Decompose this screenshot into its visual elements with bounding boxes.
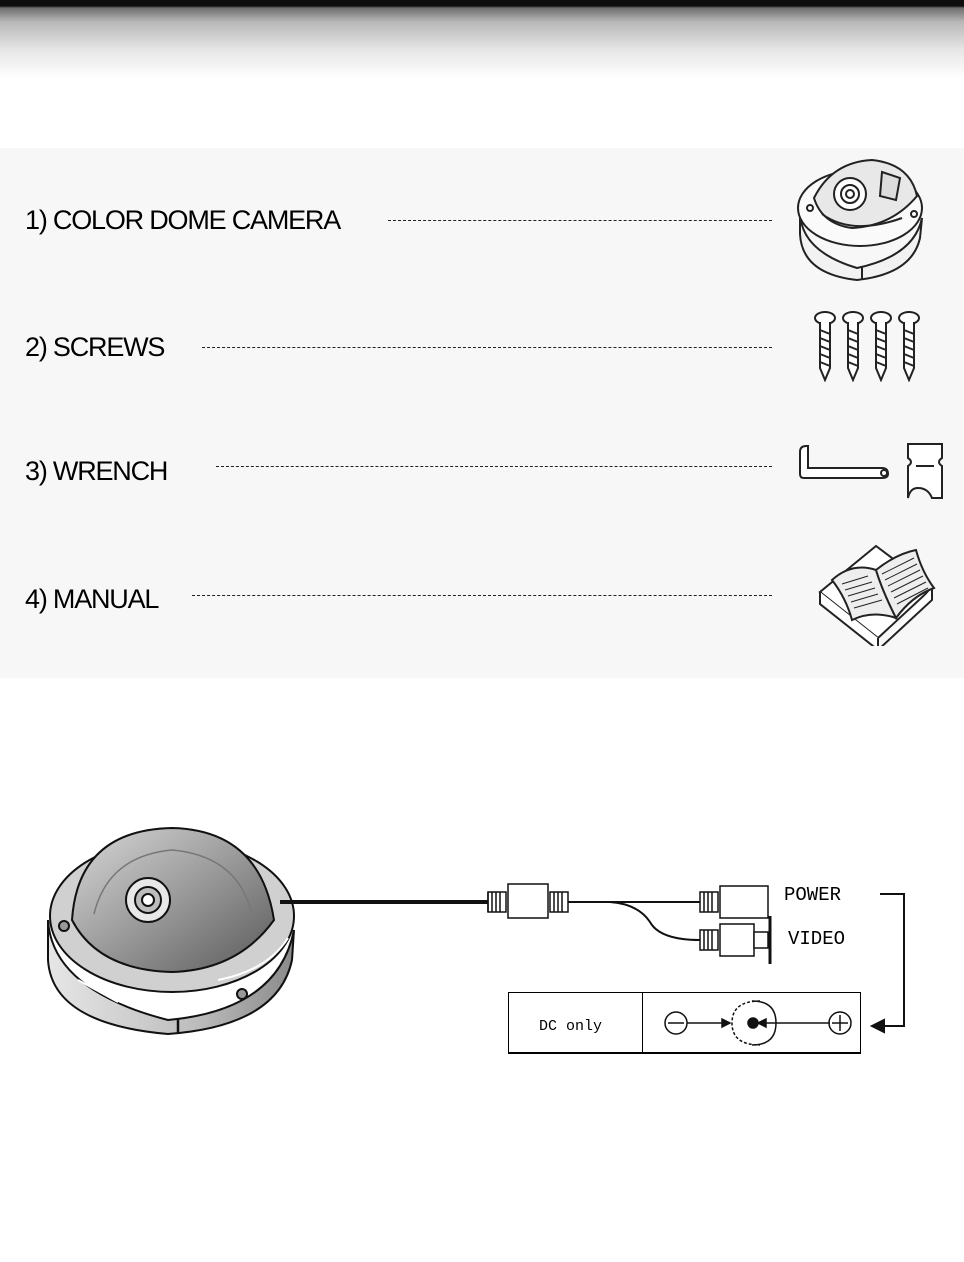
leader-line [202,347,772,348]
part-item-manual: 4) MANUAL [0,568,964,628]
dome-camera-icon [47,826,295,1036]
part-item-camera: 1) COLOR DOME CAMERA [0,188,964,248]
plus-terminal-icon [828,1011,852,1035]
part-label: 4) MANUAL [25,584,159,614]
power-label: POWER [784,884,842,906]
dc-jack-icon [731,1000,761,1046]
dome-camera-icon [797,158,923,282]
cable-assembly [280,883,772,964]
manual-book-icon [818,544,936,646]
connection-diagram: POWER VIDEO DC only [0,780,964,1110]
part-label: 1) COLOR DOME CAMERA [25,205,341,235]
power-routing-arrow [869,893,905,1034]
header-bar [0,0,964,80]
part-label: 2) SCREWS [25,332,165,362]
leader-line [192,595,772,596]
video-label: VIDEO [788,928,846,950]
polarity-diagram [664,1000,852,1046]
screws-icon [814,311,920,382]
leader-line [216,466,772,467]
table-divider [642,993,643,1052]
dc-only-label: DC only [539,1018,603,1035]
part-item-wrench: 3) WRENCH [0,440,964,500]
wrench-icon [799,443,943,499]
leader-line [388,220,772,221]
part-item-screws: 2) SCREWS [0,316,964,376]
parts-list: 1) COLOR DOME CAMERA 2) SCREWS [0,148,964,678]
dc-polarity-table: DC only [508,992,861,1054]
part-label: 3) WRENCH [25,456,168,486]
